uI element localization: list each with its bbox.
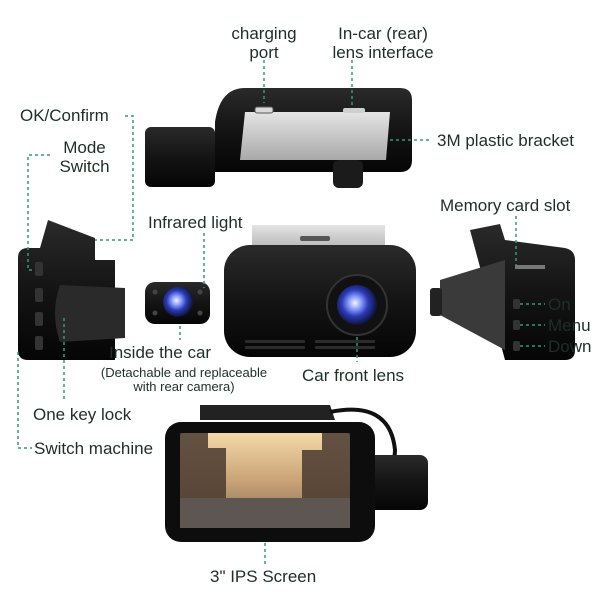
infrared-led [197, 289, 203, 295]
inside-the-car-label: Inside the car [109, 343, 212, 362]
mode-switch-line1: Mode [63, 138, 106, 157]
top-rear-mount [145, 127, 215, 187]
menu-button-label: Menu [548, 316, 591, 335]
bracket-label: 3M plastic bracket [437, 131, 574, 150]
button-icon [35, 312, 43, 326]
lens-icon [163, 287, 193, 317]
right-knob [430, 288, 442, 316]
mode-switch-line2: Switch [59, 157, 110, 176]
ips-screen-label: 3" IPS Screen [210, 567, 317, 586]
front-camera [224, 225, 416, 357]
inside-note-line1: (Detachable and replaceable [100, 365, 268, 380]
infrared-light-label: Infrared light [148, 213, 243, 232]
screen-street [180, 498, 350, 528]
mode-switch-label: Mode Switch [52, 138, 117, 176]
left-mount [55, 285, 125, 342]
inside-note: (Detachable and replaceable with rear ca… [84, 366, 284, 394]
right-wedge [440, 260, 505, 350]
bracket-slot [300, 236, 330, 241]
front-vents [245, 340, 375, 349]
screen-top-bracket [200, 405, 335, 420]
lens-icon [337, 285, 377, 325]
charging-port-label-line1: charging [231, 24, 297, 43]
screen-buildings [180, 433, 350, 503]
inside-camera [145, 282, 210, 324]
inside-note-line2: with rear camera) [133, 379, 235, 394]
memory-card-slot-icon [515, 265, 545, 269]
screen-view-camera [165, 405, 428, 542]
top-knob [333, 160, 363, 188]
rear-lens-interface-label: In-car (rear) lens interface [318, 24, 448, 62]
rear-lens-interface-line2: lens interface [332, 43, 434, 62]
one-key-lock-label: One key lock [33, 405, 132, 424]
infrared-led [197, 310, 203, 316]
left-side-camera [18, 220, 125, 360]
leader-lines [17, 60, 545, 565]
usb-port-icon [254, 106, 274, 114]
charging-port-label-line2: port [249, 43, 279, 62]
on-button-label: On [548, 295, 571, 314]
button-icon [513, 299, 520, 309]
car-front-lens-label: Car front lens [302, 366, 405, 385]
button-icon [513, 341, 520, 351]
button-icon [35, 288, 43, 302]
rear-lens-port-icon [343, 108, 365, 113]
top-bracket [240, 112, 390, 160]
button-icon [35, 262, 43, 276]
button-icon [513, 320, 520, 330]
down-button-label: Down [548, 337, 592, 356]
switch-machine-label: Switch machine [34, 439, 154, 458]
screen-rear-mount [363, 455, 428, 510]
button-icon [35, 336, 43, 350]
rear-lens-interface-line1: In-car (rear) [338, 24, 428, 43]
infrared-led [152, 289, 158, 295]
ok-confirm-label: OK/Confirm [20, 106, 109, 125]
charging-port-label: charging port [222, 24, 306, 62]
infrared-led [152, 310, 158, 316]
memory-card-slot-label: Memory card slot [440, 196, 571, 215]
right-side-camera [430, 224, 575, 360]
top-view-camera [145, 88, 412, 188]
